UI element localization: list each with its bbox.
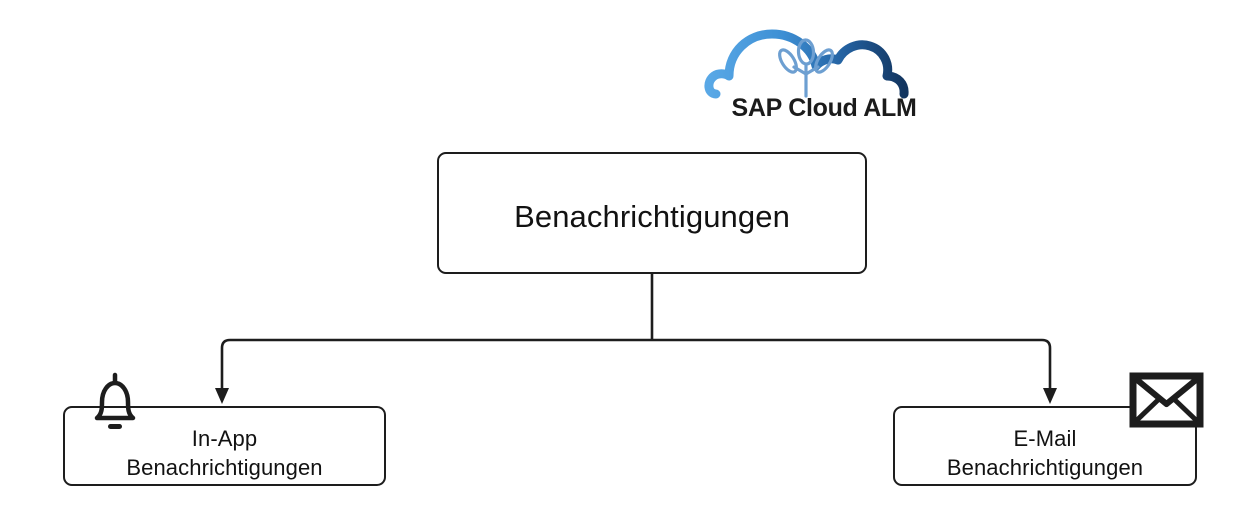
arrowhead-left (215, 388, 229, 404)
alm-mark-icon (778, 38, 834, 98)
bell-icon (78, 367, 152, 441)
logo-text: SAP Cloud ALM (731, 94, 917, 122)
node-benachrichtigungen[interactable]: Benachrichtigungen (437, 152, 867, 274)
node-email-label: E-Mail Benachrichtigungen (946, 426, 1144, 481)
node-benachrichtigungen-label: Benachrichtigungen (514, 199, 790, 234)
envelope-icon (1129, 372, 1204, 428)
arrowhead-right (1043, 388, 1057, 404)
sap-cloud-alm-logo: SAP Cloud ALM (702, 22, 962, 132)
